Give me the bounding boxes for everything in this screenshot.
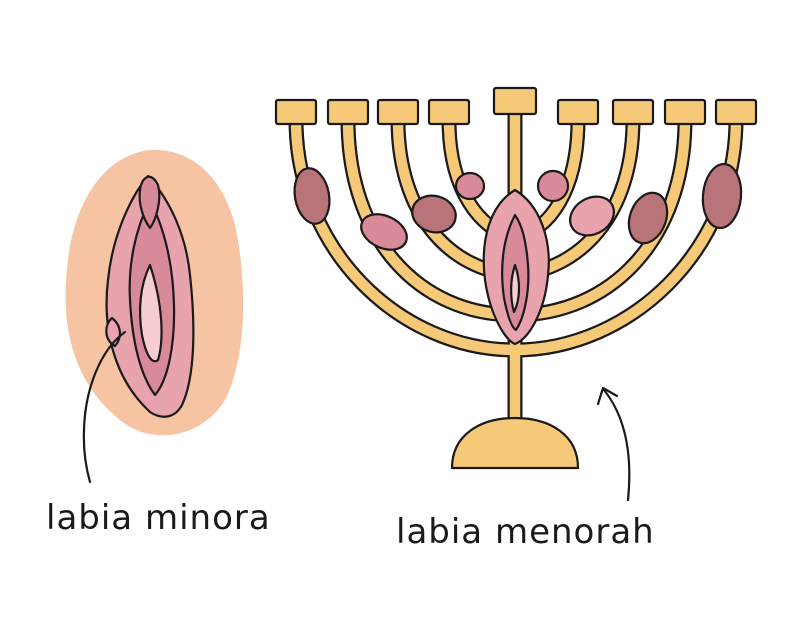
center-opening (510, 263, 521, 314)
clitoral-hood (138, 175, 161, 230)
ornament-1 (293, 167, 331, 225)
label-labia-menorah: labia menorah (396, 512, 655, 552)
vulva-illustration-icon (65, 149, 244, 484)
ornament-2 (360, 213, 408, 251)
cup-7 (663, 98, 707, 126)
candle-cups (274, 86, 758, 126)
ornament-5 (536, 169, 570, 203)
ornament-3 (411, 194, 457, 234)
ornament-8 (701, 162, 743, 230)
menorah-illustration-icon (274, 86, 758, 470)
ornament-7 (627, 191, 669, 245)
cup-6 (611, 98, 655, 126)
label-labia-minora: labia minora (46, 498, 271, 538)
ornament-6 (569, 195, 615, 237)
arm-ornaments (293, 162, 743, 251)
cup-5 (556, 98, 600, 126)
curved-arrow-icon (596, 386, 631, 502)
center-ornament (482, 188, 550, 346)
cup-1 (274, 98, 318, 126)
cup-2 (326, 98, 370, 126)
menorah-base (450, 416, 580, 470)
inner-opening (138, 263, 163, 363)
cup-8 (714, 98, 758, 126)
cup-4 (427, 98, 471, 126)
pointer-line (82, 330, 127, 484)
cup-3 (376, 98, 420, 126)
cup-center (492, 86, 538, 116)
ornament-4 (454, 171, 486, 201)
